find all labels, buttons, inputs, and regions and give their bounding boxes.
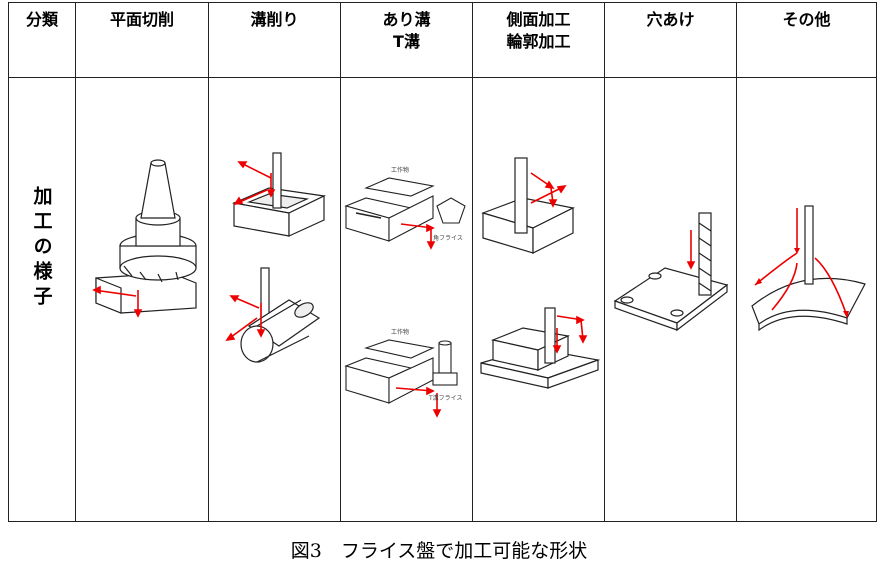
angle-cutter-label: 角フライス	[433, 234, 463, 242]
side-contour-illustration	[480, 157, 601, 389]
dovetail-tslot-illustration: 工作物 角フライス 工作物 T溝フライス	[344, 166, 466, 418]
header-dovetail-tslot: あり溝 T溝	[340, 2, 473, 78]
header-drilling: 穴あけ	[604, 2, 737, 78]
face-milling-cell	[75, 77, 209, 522]
header-face-milling: 平面切削	[75, 2, 209, 78]
grooving-cell	[208, 77, 341, 522]
face-milling-illustration	[92, 159, 197, 318]
workpiece-label-2: 工作物	[391, 328, 409, 336]
drilling-illustration	[613, 212, 729, 332]
side-contour-cell	[472, 77, 605, 522]
workpiece-label-1: 工作物	[391, 166, 409, 174]
figure-caption: 図3 フライス盤で加工可能な形状	[290, 540, 588, 562]
t-slot-cutter-label: T溝フライス	[428, 394, 463, 402]
row-label-cell: 加工の様子	[8, 77, 76, 522]
header-side-contour: 側面加工 輪郭加工	[472, 2, 605, 78]
header-category: 分類	[8, 2, 76, 78]
other-illustration	[751, 205, 866, 332]
header-other: その他	[736, 2, 877, 78]
grooving-illustration	[225, 152, 327, 363]
row-label: 加工の様子	[30, 186, 53, 311]
drilling-cell	[604, 77, 737, 522]
other-cell	[736, 77, 877, 522]
machining-table: 分類 平面切削 溝削り あり溝 T溝 側面加工 輪郭加工 穴あけ その他 加工の…	[8, 2, 877, 522]
header-grooving: 溝削り	[208, 2, 341, 78]
dovetail-tslot-cell: 工作物 角フライス 工作物 T溝フライス	[340, 77, 473, 522]
